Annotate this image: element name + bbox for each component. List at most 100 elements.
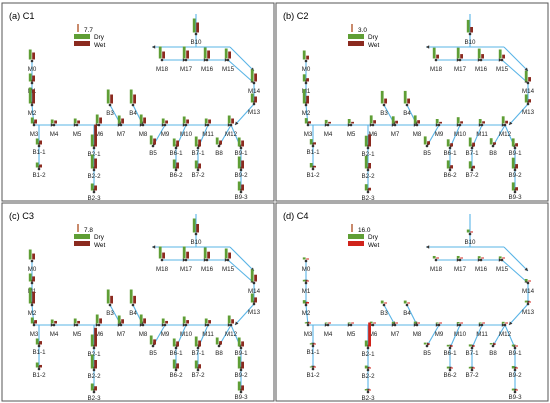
station-m1: M1 — [302, 279, 311, 295]
station-label: B9-3 — [508, 394, 522, 401]
wet-bar — [368, 163, 371, 169]
wet-bar — [39, 140, 42, 145]
dry-bar — [182, 246, 186, 259]
station-b1-1: B1-1 — [32, 138, 46, 156]
station-label: M18 — [430, 266, 443, 273]
wet-bar — [241, 361, 244, 369]
station-point — [513, 390, 517, 394]
station-m17: M17 — [180, 246, 193, 273]
station-m0: M0 — [28, 249, 37, 273]
wet-bar — [460, 257, 463, 259]
station-m11: M11 — [476, 119, 488, 138]
flow-arrow — [498, 58, 502, 62]
station-label: M6 — [95, 331, 104, 338]
station-m13: M13 — [522, 94, 535, 116]
station-label: M11 — [202, 331, 214, 338]
flow-arrow — [117, 323, 121, 327]
legend-wet-label: Wet — [368, 242, 379, 249]
panel-frame — [1, 2, 275, 202]
flow-arrow — [224, 58, 228, 62]
station-point — [366, 168, 370, 172]
pipe-east-diagonal — [503, 246, 529, 272]
station-point — [526, 102, 530, 106]
station-point — [196, 368, 200, 372]
station-m3: M3 — [30, 117, 39, 138]
station-point — [92, 346, 96, 350]
pipe-b3-to-m7 — [383, 304, 396, 326]
station-m12: M12 — [499, 116, 512, 138]
station-m0: M0 — [28, 49, 37, 73]
dry-bar — [302, 50, 306, 60]
dry-bar — [129, 289, 133, 304]
station-m6: M6 — [95, 114, 104, 138]
legend-wet-swatch — [74, 41, 90, 46]
station-label: M18 — [156, 266, 169, 273]
wet-bar — [94, 158, 97, 169]
pipe-m12-to-b8 — [492, 324, 506, 347]
station-point — [174, 346, 178, 350]
wet-bar — [515, 367, 518, 369]
wet-bar — [482, 121, 485, 124]
flow-arrow — [509, 121, 513, 125]
dry-bar — [456, 117, 460, 124]
dry-bar — [182, 46, 186, 59]
station-label: M12 — [225, 331, 238, 338]
wet-bar — [207, 50, 210, 59]
flow-arrow — [117, 123, 121, 127]
station-point — [151, 144, 155, 148]
dry-bar — [403, 300, 407, 304]
station-label: M7 — [117, 131, 126, 138]
station-label: M16 — [201, 266, 214, 273]
station-point — [448, 368, 452, 372]
station-label: B7-2 — [191, 172, 205, 179]
dry-bar — [511, 182, 515, 191]
station-label: M14 — [248, 288, 261, 295]
station-b8: B8 — [489, 138, 497, 157]
wet-bar — [241, 160, 244, 169]
wet-bar — [94, 185, 97, 191]
wet-bar — [165, 120, 168, 124]
dry-bar — [50, 119, 54, 124]
wet-bar — [528, 99, 531, 103]
station-point — [458, 58, 462, 62]
station-point — [97, 123, 101, 127]
wet-bar — [176, 140, 179, 147]
station-m4: M4 — [324, 322, 333, 338]
dry-bar — [304, 322, 308, 324]
wet-bar — [186, 320, 189, 324]
station-label: B9-2 — [234, 372, 248, 379]
station-b2-2: B2-2 — [361, 155, 375, 180]
station-label: B10 — [190, 39, 202, 46]
wet-bar — [121, 118, 124, 124]
dry-bar — [139, 314, 143, 324]
flow-arrow — [73, 323, 77, 327]
station-m2: M2 — [28, 287, 37, 317]
dry-bar — [468, 161, 472, 169]
station-b9-1: B9-1 — [234, 337, 248, 357]
flow-arrow — [456, 58, 460, 62]
flow-arrow — [456, 123, 460, 127]
wet-bar — [94, 386, 97, 391]
pipe-m13-to-m12 — [508, 303, 529, 326]
station-b3: B3 — [106, 89, 114, 117]
station-label: B1-1 — [306, 349, 320, 356]
station-point — [468, 32, 472, 36]
station-m8: M8 — [413, 115, 422, 138]
station-m6: M6 — [369, 321, 378, 338]
station-label: B6-1 — [443, 150, 457, 157]
pipe-m11-to-b7-1 — [471, 324, 483, 349]
station-point — [491, 344, 495, 348]
station-point — [437, 323, 441, 327]
wet-bar — [110, 295, 113, 304]
wet-bar — [306, 280, 309, 282]
wet-bar — [427, 141, 430, 145]
dry-bar — [468, 366, 472, 369]
station-point — [304, 259, 308, 263]
wet-bar — [308, 322, 311, 324]
wet-bar — [34, 320, 37, 324]
pipe-m2-to-m3 — [305, 104, 309, 126]
station-m11: M11 — [202, 118, 214, 138]
dry-bar — [182, 316, 186, 324]
station-point — [108, 103, 112, 107]
dry-bar — [456, 255, 460, 259]
